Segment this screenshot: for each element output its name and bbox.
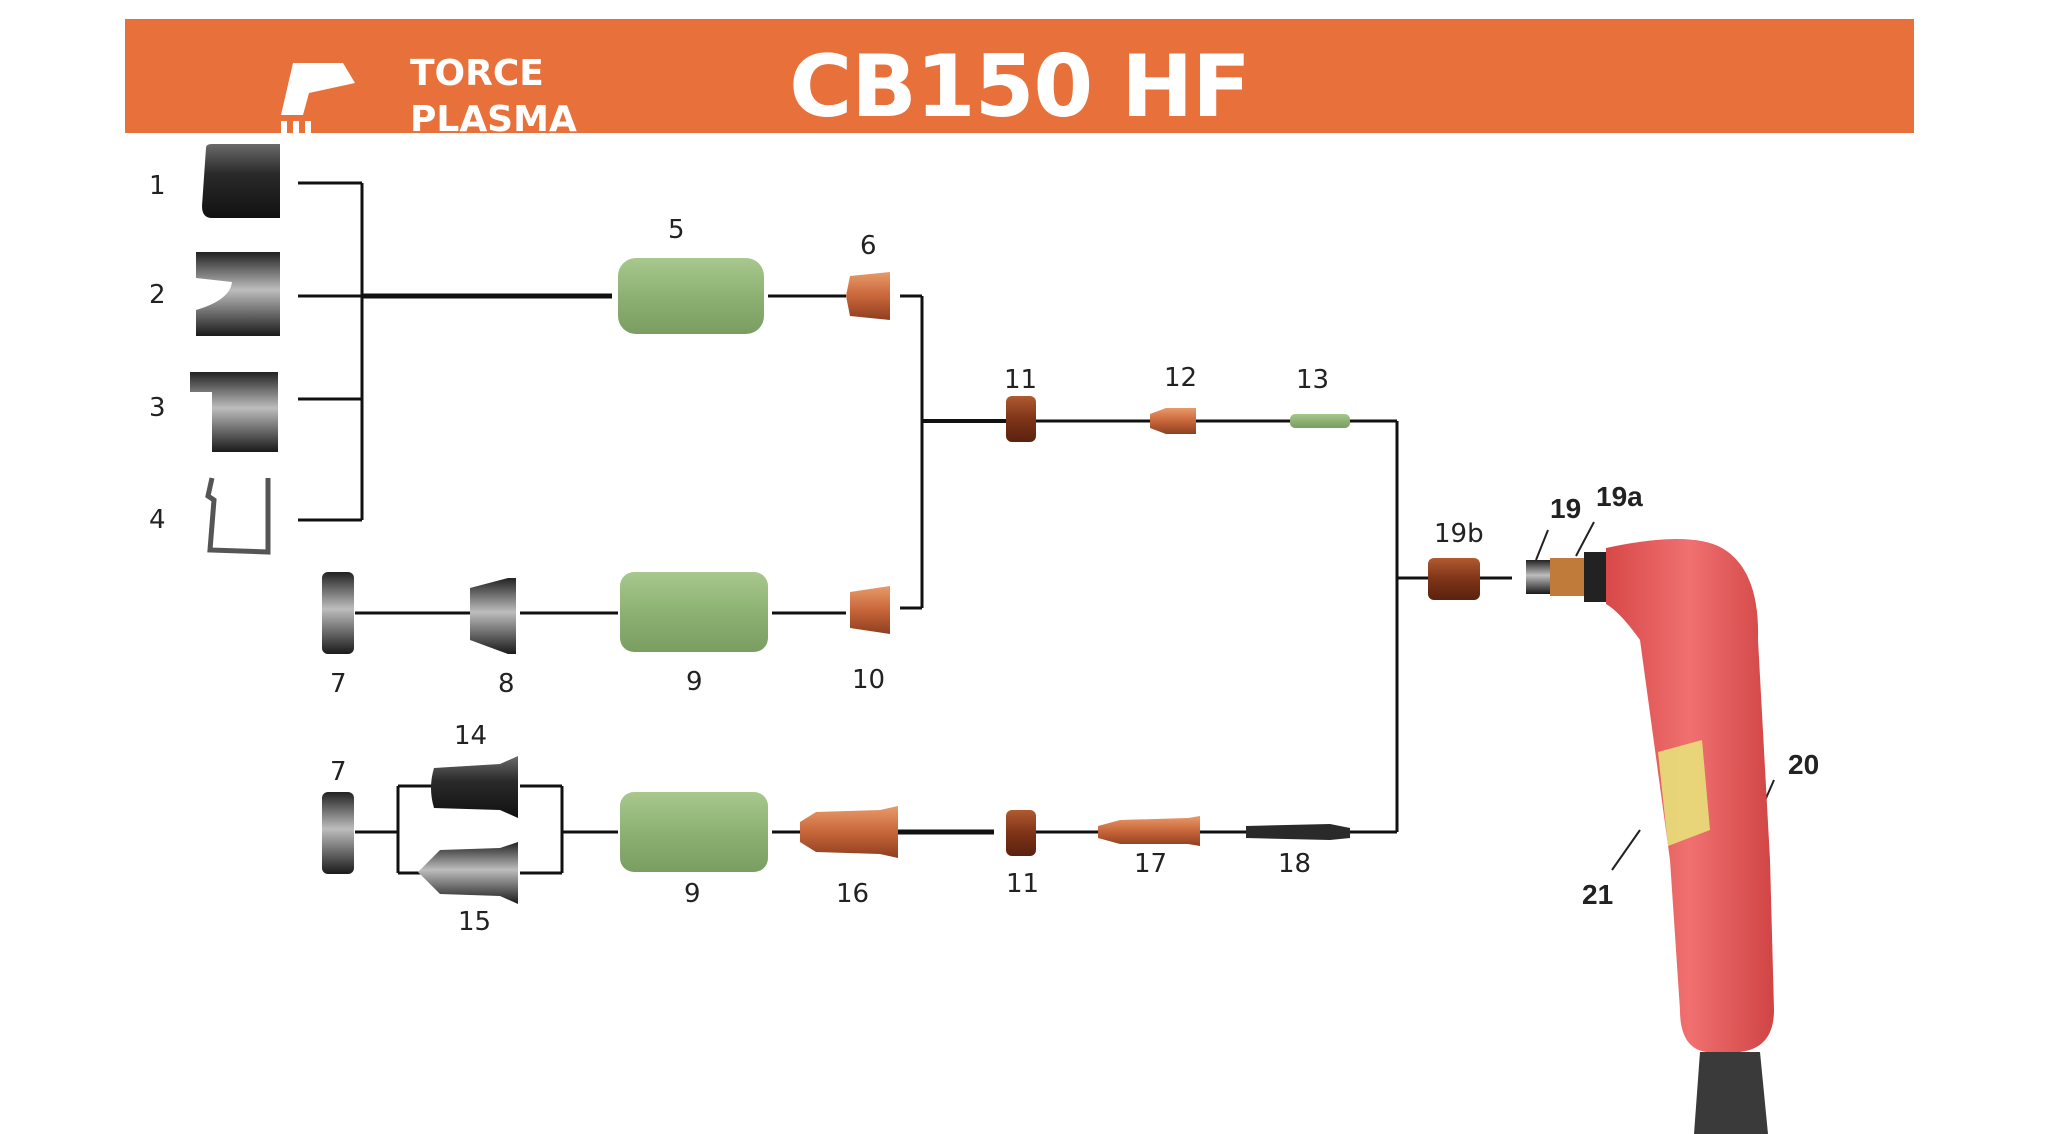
label-6: 6 — [860, 231, 877, 261]
label-19a: 19a — [1596, 481, 1643, 512]
part-5-ceramic-nozzle — [618, 258, 764, 334]
label-9b: 9 — [684, 879, 701, 909]
label-11b: 11 — [1006, 869, 1039, 899]
part-10-tip — [850, 586, 890, 634]
label-11a: 11 — [1004, 365, 1037, 395]
label-17: 17 — [1134, 849, 1167, 879]
part-19b-insulator — [1428, 558, 1480, 600]
torch-logo-icon — [273, 63, 365, 143]
model-title: CB150 HF — [789, 37, 1251, 137]
part-21-trigger — [1658, 740, 1710, 846]
label-21: 21 — [1582, 879, 1613, 910]
label-9a: 9 — [686, 667, 703, 697]
part-14-nozzle — [431, 756, 518, 818]
part-6-tip — [846, 272, 890, 320]
connector-lines — [298, 181, 1512, 875]
label-8: 8 — [498, 669, 515, 699]
brand-name: TORCE PLASMA — [410, 51, 577, 143]
label-15: 15 — [458, 907, 491, 937]
part-13-electrode — [1290, 414, 1350, 428]
label-13: 13 — [1296, 365, 1329, 395]
part-19-torch-head-thread — [1526, 552, 1612, 602]
part-17-electrode — [1098, 816, 1200, 846]
label-12: 12 — [1164, 363, 1197, 393]
part-3-shield — [190, 372, 278, 452]
label-3: 3 — [149, 393, 166, 423]
label-4: 4 — [149, 505, 166, 535]
label-20: 20 — [1788, 749, 1819, 780]
part-2-drag-shield — [196, 252, 280, 336]
label-1: 1 — [149, 171, 166, 201]
part-labels: 1 2 3 4 5 6 7 8 9 10 11 12 13 7 14 15 9 … — [149, 171, 1819, 937]
part-12-electrode — [1150, 408, 1196, 434]
part-1-shield-cap — [202, 144, 280, 218]
label-7a: 7 — [330, 669, 347, 699]
label-14: 14 — [454, 721, 487, 751]
part-11-swirl-ring-lower — [1006, 810, 1036, 856]
part-9-ceramic-nozzle — [620, 572, 768, 652]
part-18-electrode — [1246, 824, 1350, 840]
label-7b: 7 — [330, 757, 347, 787]
label-16: 16 — [836, 879, 869, 909]
part-7-retaining-cap-lower — [322, 792, 354, 874]
header-banner: TORCE PLASMA CB150 HF — [125, 19, 1914, 143]
part-11-swirl-ring — [1006, 396, 1036, 442]
brand-line-2: PLASMA — [410, 99, 577, 140]
label-5: 5 — [668, 215, 685, 245]
label-18: 18 — [1278, 849, 1311, 879]
label-10: 10 — [852, 665, 885, 695]
part-7-retaining-cap — [322, 572, 354, 654]
part-9-ceramic-nozzle-lower — [620, 792, 768, 872]
brand-line-1: TORCE — [410, 53, 544, 94]
part-8-distributor — [470, 578, 516, 654]
label-2: 2 — [149, 280, 166, 310]
part-15-nozzle — [418, 842, 518, 904]
part-4-spacer-guide — [205, 477, 271, 555]
label-19b: 19b — [1434, 519, 1484, 549]
part-16-tip — [800, 806, 898, 858]
label-19: 19 — [1550, 493, 1581, 524]
